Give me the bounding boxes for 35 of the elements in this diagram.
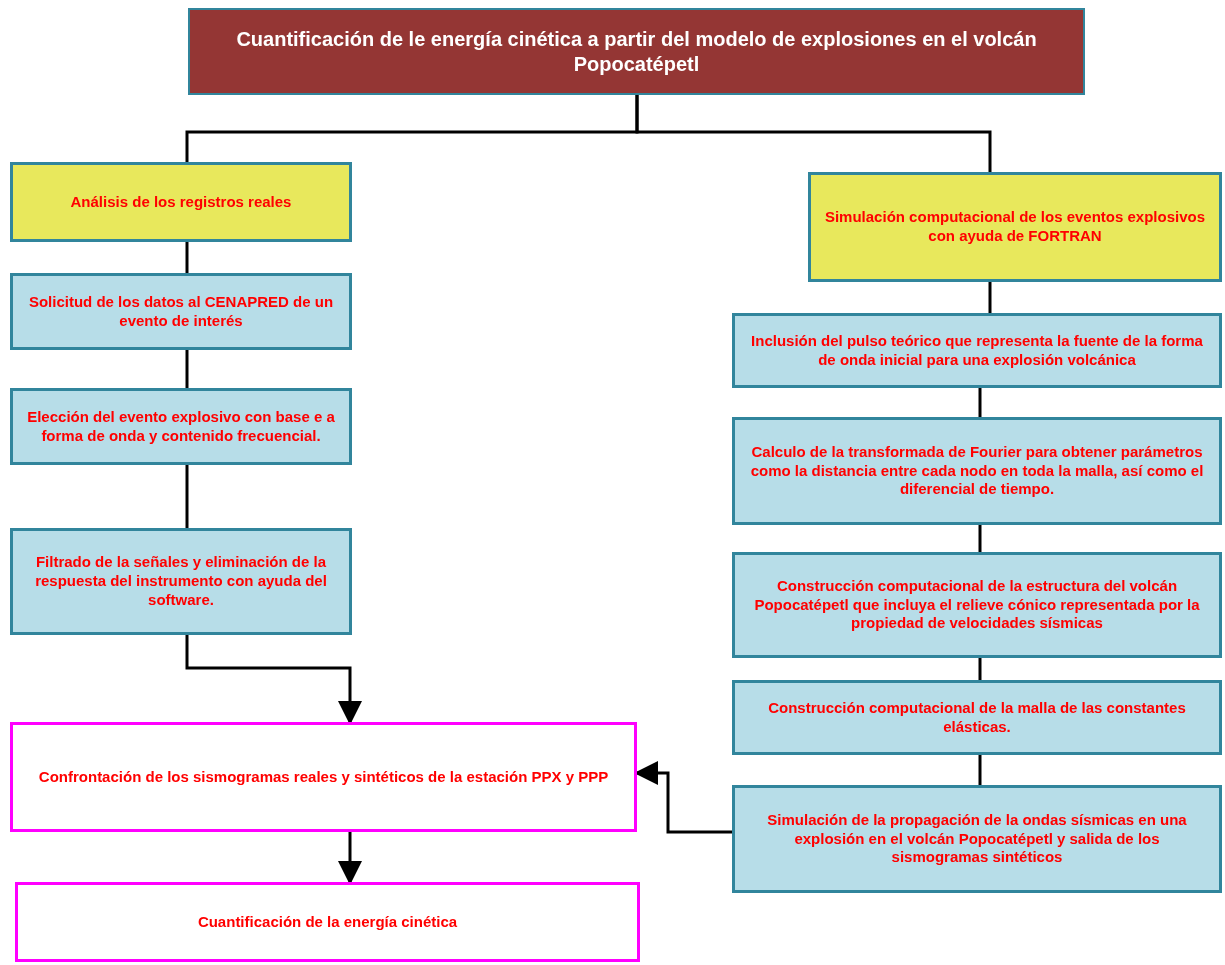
connector-line xyxy=(185,465,189,528)
box-text: Construcción computacional de la estructura del volcán Popocatépetl que incluya el relieve cónico representada por la propiedad de velocidades sísmicas xyxy=(753,576,1201,634)
connector-line xyxy=(185,242,189,273)
box-text: Solicitud de los datos al CENAPRED de un evento de interés xyxy=(27,292,335,331)
box-text: Análisis de los registros reales xyxy=(70,192,292,212)
box-text: Inclusión del pulso teórico que representa la fuente de la forma de onda inicial para una explosión volcánica xyxy=(750,331,1204,370)
process-box xyxy=(732,680,1222,755)
connector-line xyxy=(185,350,189,388)
box-text: Filtrado de la señales y eliminación de la respuesta del instrumento con ayuda del software. xyxy=(34,553,328,610)
title-box xyxy=(188,8,1085,95)
process-box xyxy=(732,417,1222,525)
connector-line xyxy=(978,755,982,785)
box-text: Simulación de la propagación de la ondas sísmicas en una explosión en el volcán Popocatépetl y salida de los sismogramas sintéticos xyxy=(766,810,1188,868)
box-text: Confrontación de los sismogramas reales y sintéticos de la estación PPX y PPP xyxy=(38,767,609,787)
connector-line xyxy=(635,95,992,172)
section-box xyxy=(10,162,352,242)
process-box xyxy=(732,313,1222,388)
process-box xyxy=(732,785,1222,893)
box-text: Cuantificación de le energía cinética a partir del modelo de explosiones en el volcán Popocatépetl xyxy=(235,26,1038,77)
box-text: Calculo de la transformada de Fourier para obtener parámetros como la distancia entre cada nodo en toda la malla, así como el diferencial de tiempo. xyxy=(749,442,1205,500)
box-text: Elección del evento explosivo con base e a forma de onda y contenido frecuencial. xyxy=(26,407,336,446)
box-text: Construcción computacional de la malla de las constantes elásticas. xyxy=(767,698,1187,737)
section-box xyxy=(808,172,1222,282)
result-box xyxy=(15,882,640,962)
connector-line xyxy=(988,282,992,313)
result-box xyxy=(10,722,637,832)
process-box xyxy=(10,273,352,350)
box-text: Cuantificación de la energía cinética xyxy=(197,912,458,932)
connector-line xyxy=(978,658,982,680)
process-box xyxy=(732,552,1222,658)
process-box xyxy=(10,528,352,635)
connector-line xyxy=(978,525,982,552)
box-text: Simulación computacional de los eventos explosivos con ayuda de FORTRAN xyxy=(823,208,1207,246)
connector-line xyxy=(978,388,982,417)
process-box xyxy=(10,388,352,465)
